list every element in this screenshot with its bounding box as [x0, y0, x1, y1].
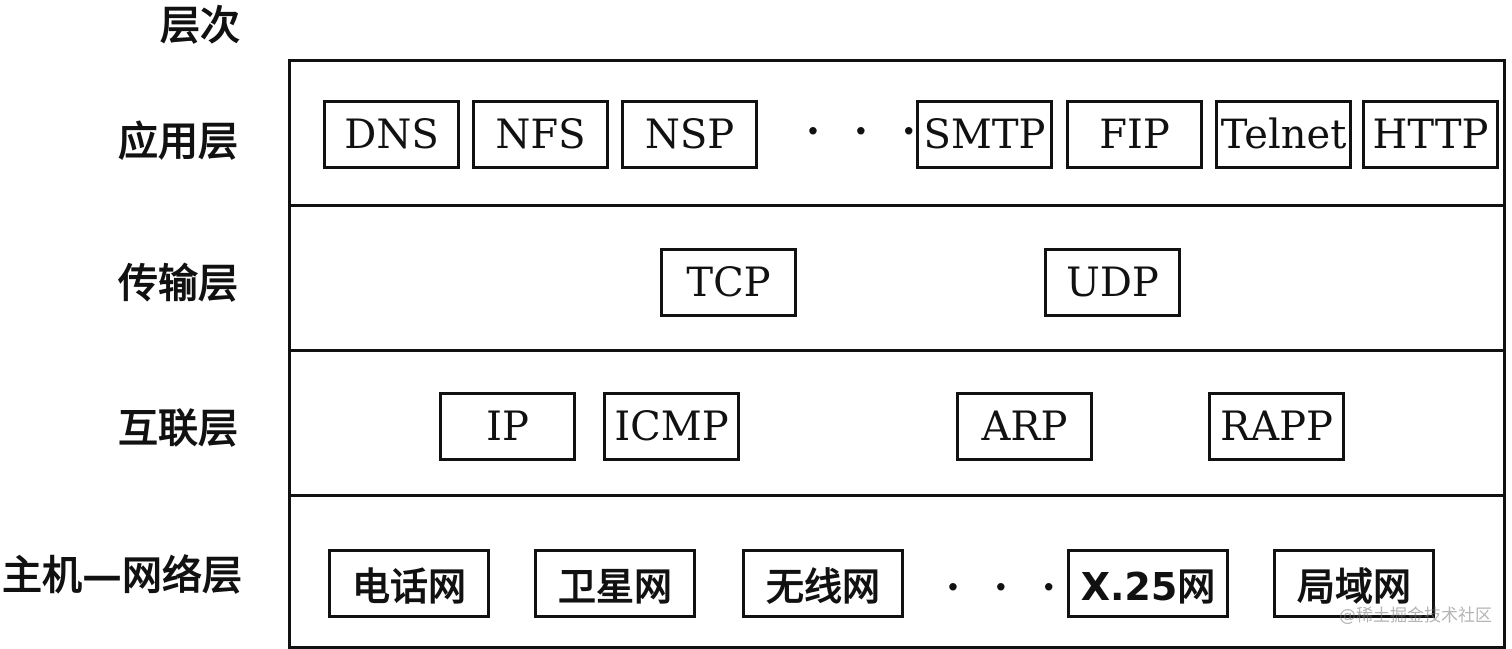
protocol-box-telnet: Telnet: [1215, 100, 1352, 169]
protocol-box-icmp: ICMP: [603, 392, 740, 461]
network-box-x25: X.25网: [1067, 549, 1229, 618]
diagram-heading: 层次: [160, 2, 240, 49]
network-box-telephone: 电话网: [328, 549, 490, 618]
layer-divider: [288, 494, 1506, 497]
protocol-box-http: HTTP: [1362, 100, 1499, 169]
network-box-wireless: 无线网: [742, 549, 904, 618]
layer-divider: [288, 349, 1506, 352]
protocol-box-arp: ARP: [956, 392, 1093, 461]
layer-label-application: 应用层: [118, 118, 238, 165]
protocol-box-udp: UDP: [1044, 248, 1181, 317]
layer-label-host-network: 主机—网络层: [2, 552, 242, 599]
protocol-box-tcp: TCP: [660, 248, 797, 317]
protocol-box-rapp: RAPP: [1208, 392, 1345, 461]
protocol-box-smtp: SMTP: [916, 100, 1053, 169]
layer-label-transport: 传输层: [118, 260, 238, 307]
ellipsis-host-network: · · ·: [946, 564, 1066, 611]
protocol-box-dns: DNS: [323, 100, 460, 169]
protocol-box-nfs: NFS: [472, 100, 609, 169]
watermark-text: @稀土掘金技术社区: [1339, 606, 1492, 626]
ellipsis-application: · · ·: [806, 108, 926, 155]
layer-label-internet: 互联层: [118, 405, 238, 452]
protocol-box-ip: IP: [439, 392, 576, 461]
protocol-box-nsp: NSP: [621, 100, 758, 169]
network-box-satellite: 卫星网: [534, 549, 696, 618]
layer-divider: [288, 204, 1506, 207]
network-box-lan: 局域网: [1273, 549, 1435, 618]
protocol-box-fip: FIP: [1066, 100, 1203, 169]
